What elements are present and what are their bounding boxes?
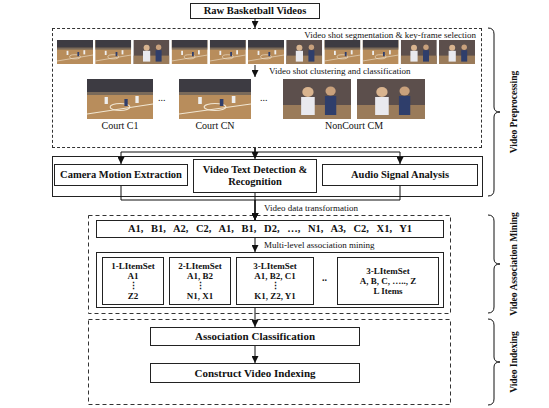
shot-frame [87, 79, 153, 119]
shot-image [179, 79, 251, 119]
stage-frame [89, 320, 451, 405]
stage-name: Video Association Mining [509, 212, 519, 316]
itemset-box: 2-LItemSetA1, B2⋮N1, X1 [169, 257, 231, 305]
shot-thumbnail: Court CN [179, 79, 251, 132]
box-label: Construct Video Indexing [194, 367, 315, 380]
brace [488, 28, 500, 196]
key-frame [439, 40, 475, 64]
key-frame [286, 40, 322, 64]
shot-caption: Court C1 [102, 120, 139, 132]
box-label: Camera Motion Extraction [60, 169, 182, 181]
shot-image [283, 79, 425, 119]
shot-thumbnail: Court C1 [87, 79, 153, 132]
box-label: Audio Signal Analysis [351, 169, 449, 181]
shot-caption: NonCourt CM [325, 120, 383, 132]
process-box: Construct Video Indexing [150, 363, 360, 383]
shot-frame [179, 79, 251, 119]
shot-thumbnail: NonCourt CM [283, 79, 425, 132]
key-frame [363, 40, 399, 64]
text-slot: .. [322, 273, 327, 283]
text-slot: Video shot segmentation & key-frame sele… [304, 30, 476, 40]
text-slot: ... [260, 92, 268, 103]
itemset-entry: K1, Z2, Y1 [254, 291, 296, 301]
flow-arrow [255, 346, 256, 363]
text-slot: Video Association Mining [509, 212, 519, 316]
itemset-entry: A1, B2 [187, 271, 213, 281]
box-label: Raw Basketball Videos [204, 5, 307, 17]
key-frame [210, 40, 246, 64]
process-box: Video Text Detection & Recognition [193, 159, 317, 193]
process-box: Association Classification [150, 327, 360, 346]
itemset-entry: ⋮ [271, 281, 280, 291]
text-slot: Video shot clustering and classification [269, 66, 410, 76]
itemset-box: 1-LItemSetA1⋮Z2 [102, 257, 164, 305]
shot-image [87, 79, 153, 119]
box-label: Association Classification [195, 330, 315, 343]
key-frame [172, 40, 208, 64]
ellipsis-mark: ... [158, 92, 166, 103]
text-slot: Video Preprocessing [509, 71, 519, 153]
stage-name: Video Preprocessing [509, 71, 519, 153]
edge-label: Multi-level association mining [262, 240, 376, 250]
key-frame [324, 40, 360, 64]
box-label: Video Text Detection & Recognition [198, 164, 312, 188]
key-frame [57, 40, 93, 64]
box-label: A1, B1, A2, C2, A1, B1, D2, …, N1, A3, C… [128, 223, 412, 235]
itemset-entry: A1 [128, 271, 139, 281]
shot-frame [357, 79, 425, 119]
brace [488, 215, 500, 313]
process-box: Raw Basketball Videos [190, 3, 320, 19]
itemset-entry: A1, B2, C1 [254, 271, 296, 281]
itemset-entry: ⋮ [129, 281, 138, 291]
itemset-entry: Z2 [128, 291, 139, 301]
itemset-heading: 3-LItemSet [366, 266, 410, 276]
stage-group: Video shot segmentation & key-frame sele… [52, 28, 482, 148]
flow-arrow [255, 19, 256, 28]
itemset-panel: ..1-LItemSetA1⋮Z22-LItemSetA1, B2⋮N1, X1… [96, 252, 444, 308]
ellipsis-mark: .. [322, 273, 327, 283]
process-box: Audio Signal Analysis [322, 164, 478, 186]
step-label: Video shot clustering and classification [269, 66, 410, 76]
shot-frame [283, 79, 351, 119]
key-frame-strip [57, 40, 475, 64]
itemset-heading: 2-LItemSet [178, 261, 222, 271]
process-box: A1, B1, A2, C2, A1, B1, D2, …, N1, A3, C… [96, 220, 444, 238]
ellipsis-mark: ... [260, 92, 268, 103]
itemset-entry: ⋮ [196, 281, 205, 291]
itemset-entry: N1, X1 [187, 291, 214, 301]
text-slot: Video Indexing [509, 331, 519, 393]
brace [488, 319, 500, 405]
flow-arrow [255, 308, 256, 327]
key-frame [248, 40, 284, 64]
step-label: Video shot segmentation & key-frame sele… [304, 30, 476, 40]
text-slot: Video data transformation [262, 203, 360, 213]
itemset-entry: L Items [373, 286, 402, 296]
itemset-box: 3-LItemSetA1, B2, C1⋮K1, Z2, Y1 [236, 257, 314, 305]
itemset-heading: 3-LItemSet [253, 261, 297, 271]
stage-name: Video Indexing [509, 331, 519, 393]
key-frame [133, 40, 169, 64]
feature-frame [53, 157, 483, 197]
text-slot: Multi-level association mining [262, 240, 376, 250]
itemset-entry: A, B, C, ….., Z [360, 276, 417, 286]
flow-arrow [255, 238, 256, 252]
process-box: Camera Motion Extraction [54, 164, 188, 186]
key-frame [401, 40, 437, 64]
stage-frame [89, 216, 451, 314]
shot-caption: Court CN [195, 120, 234, 132]
itemset-heading: 1-LItemSet [111, 261, 155, 271]
key-frame [95, 40, 131, 64]
edge-label: Video data transformation [262, 203, 360, 213]
itemset-box: 3-LItemSetA, B, C, ….., ZL Items [337, 257, 439, 305]
text-slot: ... [158, 92, 166, 103]
step-arrow [255, 65, 256, 77]
